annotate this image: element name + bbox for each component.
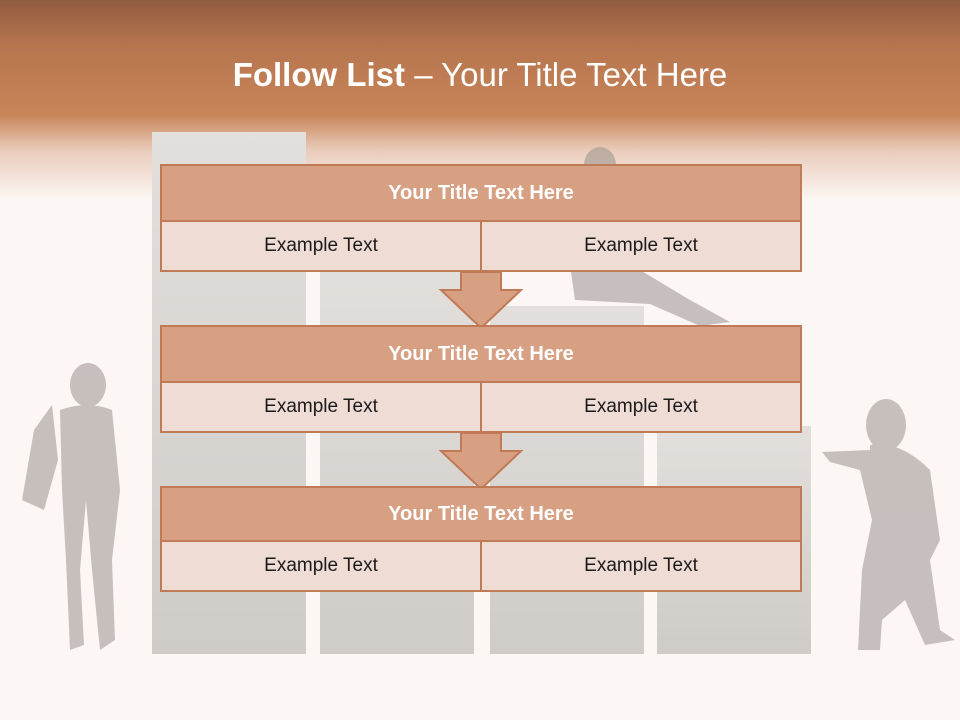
down-arrow-icon bbox=[438, 271, 524, 330]
down-arrow-icon bbox=[438, 432, 524, 491]
flow-block-title: Your Title Text Here bbox=[160, 164, 802, 222]
flow-block-row: Example Text Example Text bbox=[160, 383, 802, 433]
slide-title-bold: Follow List bbox=[232, 56, 406, 93]
flow-block-cell-left: Example Text bbox=[264, 555, 378, 576]
flow-block-row: Example Text Example Text bbox=[160, 222, 802, 272]
flow-block-3: Your Title Text Here Example Text Exampl… bbox=[160, 486, 802, 592]
flow-block-cell-left: Example Text bbox=[264, 235, 378, 256]
flow-block-row: Example Text Example Text bbox=[160, 542, 802, 592]
slide-title-rest: Your Title Text Here bbox=[441, 56, 728, 93]
flow-block-cell-right: Example Text bbox=[480, 222, 800, 270]
flow-block-cell-right: Example Text bbox=[480, 542, 800, 590]
flow-block-cell-left: Example Text bbox=[264, 396, 378, 417]
slide-title: Follow List – Your Title Text Here bbox=[0, 52, 960, 98]
flow-block-cell-right: Example Text bbox=[480, 383, 800, 431]
flow-block-title: Your Title Text Here bbox=[160, 486, 802, 542]
flow-block-title: Your Title Text Here bbox=[160, 325, 802, 383]
slide-title-separator: – bbox=[405, 56, 442, 93]
flow-block-2: Your Title Text Here Example Text Exampl… bbox=[160, 325, 802, 433]
flow-block-1: Your Title Text Here Example Text Exampl… bbox=[160, 164, 802, 272]
